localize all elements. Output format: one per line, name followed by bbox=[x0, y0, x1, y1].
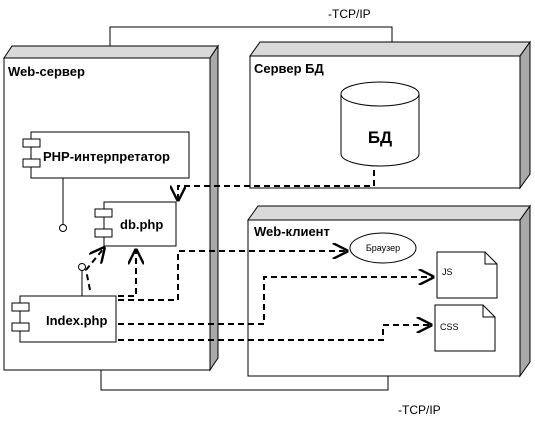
dependency-to-js bbox=[118, 277, 433, 325]
dependency-to-browser bbox=[118, 251, 347, 301]
tcp-ip-connection-bottom: -TCP/IP bbox=[100, 370, 441, 417]
tcp-ip-connection-top: -TCP/IP bbox=[109, 7, 393, 46]
css-file-label: CSS bbox=[440, 322, 459, 332]
browser-element: Браузер bbox=[349, 232, 417, 264]
db-server-title: Сервер БД bbox=[254, 61, 325, 76]
web-server-title: Web-сервер bbox=[8, 64, 85, 79]
css-file-document: CSS bbox=[434, 304, 496, 352]
js-file-document: JS bbox=[436, 251, 498, 299]
web-client-title: Web-клиент bbox=[254, 224, 330, 239]
database-cylinder: БД bbox=[340, 81, 420, 167]
db-php-label: db.php bbox=[120, 217, 163, 232]
tcp-ip-label-bottom: -TCP/IP bbox=[398, 403, 441, 417]
interface-php-to-dbphp bbox=[59, 178, 67, 232]
js-file-label: JS bbox=[442, 267, 453, 277]
tcp-ip-label-top: -TCP/IP bbox=[328, 7, 371, 21]
index-php-component: Index.php bbox=[11, 295, 117, 343]
dependency-index-to-dbphp-return bbox=[118, 250, 136, 297]
browser-label: Браузер bbox=[366, 243, 400, 253]
dependency-index-to-dbphp bbox=[84, 248, 104, 291]
db-php-component: db.php bbox=[94, 201, 177, 247]
index-php-label: Index.php bbox=[46, 313, 107, 328]
php-interpreter-component: PHP-интерпретатор bbox=[22, 131, 190, 179]
interface-dbphp-to-index bbox=[78, 263, 86, 296]
php-interpreter-label: PHP-интерпретатор bbox=[43, 149, 170, 164]
dependency-db-to-dbphp bbox=[178, 170, 375, 200]
database-label: БД bbox=[368, 128, 392, 147]
dependency-to-css bbox=[118, 325, 431, 341]
